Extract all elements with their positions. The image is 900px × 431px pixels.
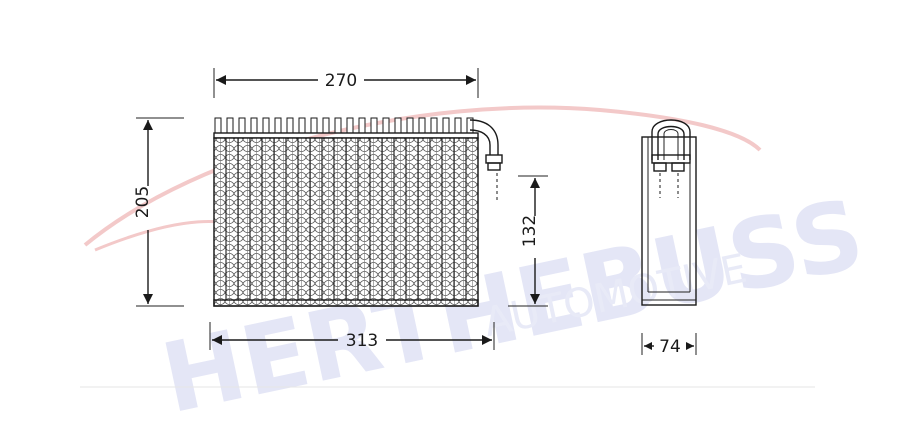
- tube-cap: [442, 117, 450, 134]
- side-view-body: [641, 136, 697, 306]
- tube-cap: [274, 117, 282, 134]
- tube-cap: [214, 117, 222, 134]
- tube-cap: [298, 117, 306, 134]
- tube-cap: [430, 117, 438, 134]
- tube-cap: [382, 117, 390, 134]
- tube-cap: [394, 117, 402, 134]
- tube-cap: [334, 117, 342, 134]
- watermark-logo: HERTHEBUSS AUTOMOTIVE: [83, 105, 873, 431]
- tube-cap: [454, 117, 462, 134]
- dimension-label-270: 270: [325, 71, 357, 91]
- dimension-depth: 74: [641, 333, 697, 357]
- dimension-height: 205: [133, 117, 184, 307]
- dimension-pipe-height: 132: [508, 175, 548, 307]
- tube-plates: [213, 138, 479, 300]
- tube-cap: [310, 117, 318, 134]
- tube-cap: [226, 117, 234, 134]
- tube-cap: [346, 117, 354, 134]
- tube-cap: [250, 117, 258, 134]
- tube-cap: [262, 117, 270, 134]
- dimension-label-74: 74: [659, 337, 681, 357]
- header-tank-top: [213, 132, 479, 139]
- top-tube-caps: [214, 117, 474, 134]
- dimension-bottom-width: 313: [209, 322, 495, 351]
- tube-cap: [238, 117, 246, 134]
- dimension-label-205: 205: [133, 186, 153, 218]
- tube-cap: [406, 117, 414, 134]
- evaporator-side-view: [641, 119, 697, 306]
- tube-cap: [286, 117, 294, 134]
- dimension-label-313: 313: [346, 331, 378, 351]
- outlet-pipe: [469, 119, 503, 200]
- tube-cap: [322, 117, 330, 134]
- dimension-label-132: 132: [520, 215, 540, 247]
- tube-cap: [358, 117, 366, 134]
- evaporator-front-view: [213, 117, 503, 307]
- tube-cap: [370, 117, 378, 134]
- dimension-top-width: 270: [213, 68, 479, 98]
- watermark-swoosh: [83, 105, 762, 247]
- tube-cap: [418, 117, 426, 134]
